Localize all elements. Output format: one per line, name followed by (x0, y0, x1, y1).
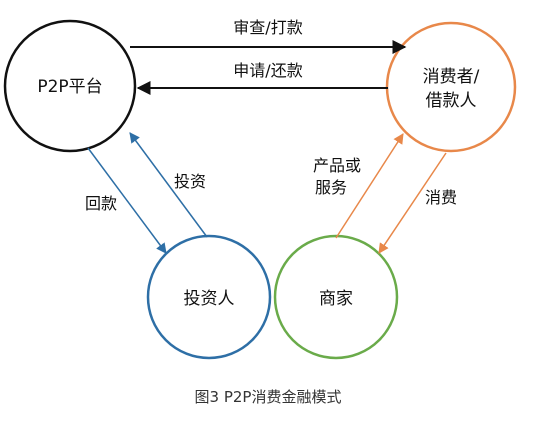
platform-label: P2P平台 (37, 77, 102, 97)
arrow-product-service (335, 133, 404, 239)
figure-caption: 图3 P2P消费金融模式 (195, 388, 342, 406)
consumer-label-line1: 消费者/ (423, 67, 480, 87)
edge-label-repay: 回款 (85, 194, 117, 213)
investor-node (146, 234, 272, 360)
arrow-repay (87, 147, 167, 254)
investor-label: 投资人 (184, 289, 235, 309)
merchant-label: 商家 (319, 289, 353, 309)
edge-label-review-lend: 审查/打款 (233, 18, 302, 37)
edge-label-invest: 投资 (174, 172, 206, 191)
consumer-label-line2: 借款人 (426, 91, 477, 111)
arrow-invest (129, 132, 208, 238)
edge-label-apply-repay: 申请/还款 (233, 61, 302, 80)
edge-label-consume: 消费 (425, 188, 457, 207)
platform-node (3, 19, 137, 153)
edge-label-product-line1: 产品或 (313, 156, 361, 175)
consumer-node (385, 21, 517, 153)
arrow-consume (378, 152, 447, 254)
merchant-node (273, 234, 399, 360)
edge-label-product-line2: 服务 (315, 178, 347, 197)
